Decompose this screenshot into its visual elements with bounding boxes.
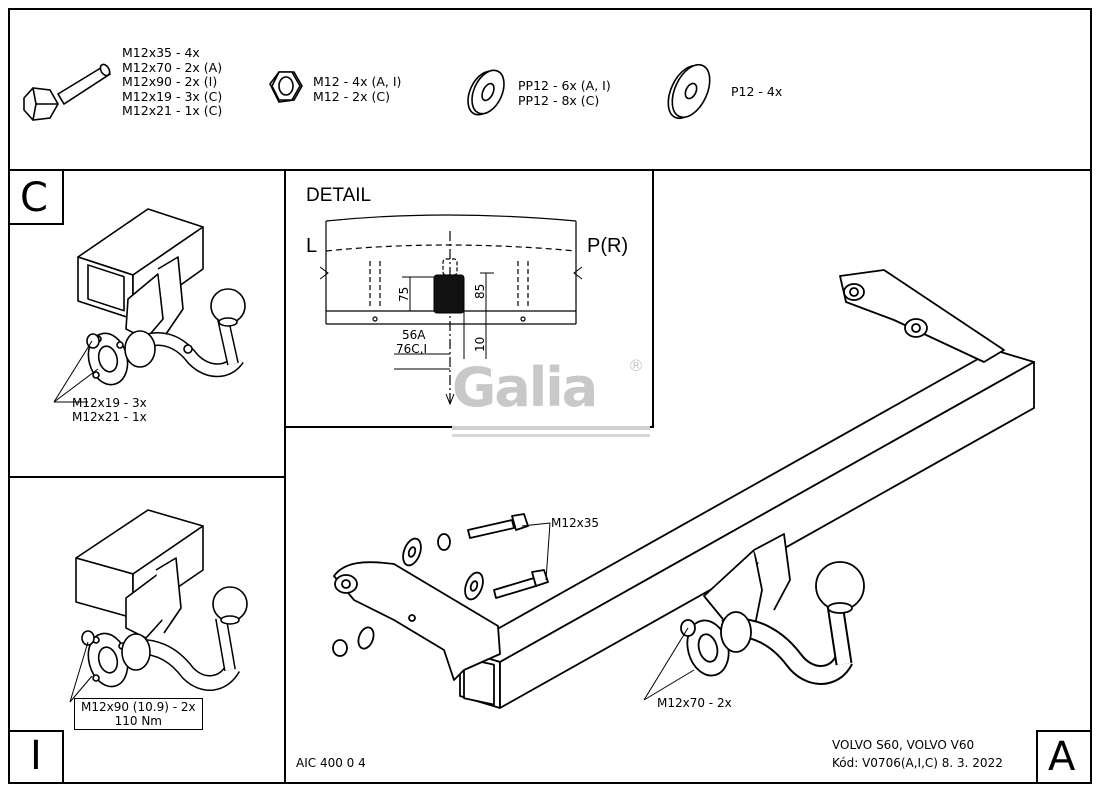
panel-c-letter-box: [8, 169, 64, 225]
detail-dim-85: 85: [473, 284, 487, 299]
drawing-kod-date: Kód: V0706(A,I,C) 8. 3. 2022: [832, 756, 1003, 770]
panel-a-towbar-assembly: [332, 269, 1035, 709]
galia-watermark: Galia ®: [452, 356, 652, 448]
washer-pp-spec-line: PP12 - 6x (A, I): [518, 78, 611, 93]
vehicle-model: VOLVO S60, VOLVO V60: [832, 738, 975, 752]
galia-registered-mark: ®: [628, 356, 644, 375]
detail-dim-10: 10: [473, 337, 487, 352]
bolt-spec-line: M12x70 - 2x (A): [122, 59, 223, 75]
panel-i-towbar-drawing: [69, 509, 248, 703]
nut-icon: [269, 71, 303, 103]
washer-icon: [357, 626, 375, 650]
nut-icon: [437, 533, 451, 551]
detail-dim-75: 75: [397, 287, 411, 302]
panel-i-letter: I: [30, 733, 42, 779]
loose-bolt-icon: [493, 569, 549, 599]
detail-socket-block: [433, 274, 465, 314]
panel-c-callout-line: M12x21 - 1x: [72, 410, 147, 424]
panel-c-letter: C: [20, 175, 48, 221]
panel-a-letter-box: [1036, 730, 1092, 784]
washer-pp-icon: [467, 69, 505, 116]
panel-c-towbar-drawing: [53, 208, 246, 403]
bolt-icon: [23, 63, 112, 121]
bolt-spec-line: M12x35 - 4x: [122, 45, 200, 60]
galia-underline: [452, 434, 650, 437]
bolt-spec-line: M12x19 - 3x (C): [122, 88, 223, 104]
washer-pp-spec-list: PP12 - 6x (A, I) PP12 - 8x (C): [518, 78, 611, 108]
panel-a-letter: A: [1048, 734, 1076, 780]
nut-spec-line: M12 - 2x (C): [313, 88, 390, 104]
parts-illustrations: [23, 63, 711, 121]
nut-spec-list: M12 - 4x (A, I) M12 - 2x (C): [313, 74, 402, 104]
panel-i-callout-line: M12x90 (10.9) - 2x: [81, 700, 196, 714]
panel-c-callout: M12x19 - 3x M12x21 - 1x: [72, 396, 147, 424]
detail-title: DETAIL: [306, 185, 372, 206]
nut-spec-line: M12 - 4x (A, I): [313, 74, 402, 89]
panel-i-frame: [8, 476, 286, 784]
loose-bolt-icon: [467, 513, 529, 539]
detail-label-76ci: 76C,I: [396, 342, 427, 356]
bolt-spec-line: M12x21 - 1x (C): [122, 103, 223, 118]
panel-i-callout: M12x90 (10.9) - 2x 110 Nm: [74, 698, 203, 730]
galia-logo-text: Galia: [452, 356, 598, 419]
bolt-spec-line: M12x90 - 2x (I): [122, 74, 218, 89]
detail-right-label: P(R): [587, 235, 629, 257]
washer-p-spec-line: P12 - 4x: [731, 84, 783, 99]
washer-p-spec-list: P12 - 4x: [731, 84, 783, 100]
panel-a-callout-bolt-top: M12x35: [551, 516, 599, 530]
washer-p-icon: [667, 63, 711, 120]
washer-pp-spec-line: PP12 - 8x (C): [518, 92, 600, 108]
bolt-spec-list: M12x35 - 4x M12x70 - 2x (A) M12x90 - 2x …: [122, 45, 223, 119]
panel-c-callout-line: M12x19 - 3x: [72, 396, 147, 410]
panel-i-letter-box: [8, 730, 64, 784]
nut-icon: [332, 639, 348, 657]
panel-i-callout-line: 110 Nm: [114, 714, 162, 728]
detail-left-label: L: [306, 235, 318, 257]
drawing-code: AIC 400 0 4: [296, 756, 366, 770]
galia-underline: [452, 426, 650, 430]
detail-label-56a: 56A: [402, 328, 426, 342]
detail-section-drawing: 75 85 10 56A 76C,I: [319, 214, 583, 406]
panel-a-callout-bolt-bottom: M12x70 - 2x: [657, 696, 732, 710]
